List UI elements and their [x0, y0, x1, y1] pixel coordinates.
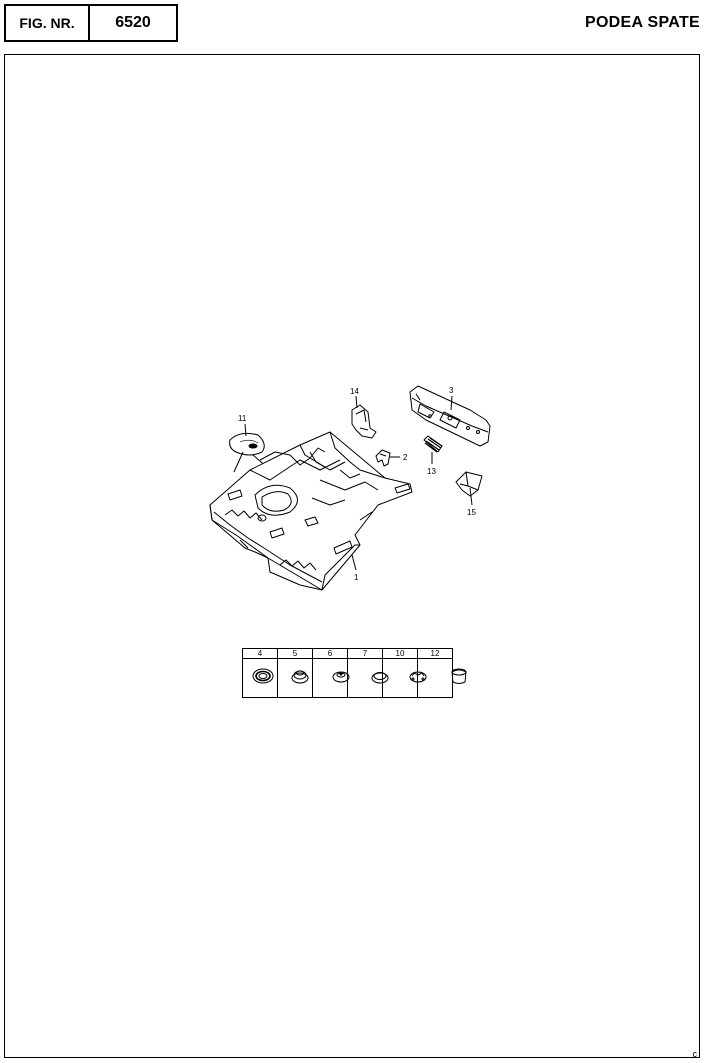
part-number-cell: 4 — [242, 648, 278, 659]
callout-11: 11 — [238, 414, 247, 423]
part-number-cell: 6 — [312, 648, 348, 659]
page-title: PODEA SPATE — [584, 14, 700, 31]
part-picture-cell — [242, 658, 278, 698]
leader-1 — [351, 554, 357, 571]
figure-label: FIG. NR. — [6, 6, 90, 40]
callout-2: 2 — [403, 453, 408, 462]
callout-13: 13 — [427, 467, 436, 476]
callout-14: 14 — [350, 387, 359, 396]
part-3-rear-panel — [409, 385, 491, 447]
part-1-floor-panel — [209, 431, 413, 591]
callout-15: 15 — [467, 508, 476, 517]
part-picture-cell — [382, 658, 418, 698]
leader-15 — [469, 487, 473, 506]
callout-1: 1 — [354, 573, 359, 582]
figure-number: 6520 — [115, 14, 151, 31]
part-number-cell: 12 — [417, 648, 453, 659]
part-13-pad — [423, 435, 443, 453]
part-picture-cell — [312, 658, 348, 698]
part-12-plug-icon — [451, 668, 467, 684]
part-14-bracket — [351, 404, 377, 439]
figure-number-box: FIG. NR. 6520 — [4, 4, 178, 42]
part-picture-cell — [417, 658, 453, 698]
part-number-cell: 7 — [347, 648, 383, 659]
corner-mark: c — [692, 1049, 698, 1059]
leader-3 — [450, 395, 453, 411]
drawing-frame: c — [4, 54, 700, 1059]
part-picture-cell — [347, 658, 383, 698]
part-number-cell: 10 — [382, 648, 418, 659]
part-picture-cell — [277, 658, 313, 698]
leader-11b — [233, 451, 244, 473]
leader-11 — [244, 423, 247, 437]
part-number-cell: 5 — [277, 648, 313, 659]
part-11-pad — [229, 432, 265, 456]
part-2-clip — [375, 449, 391, 467]
callout-3: 3 — [449, 386, 454, 395]
small-parts-table: 4 5 6 7 10 12 — [242, 648, 453, 698]
leader-14 — [355, 395, 358, 409]
part-15-bracket — [455, 471, 483, 497]
